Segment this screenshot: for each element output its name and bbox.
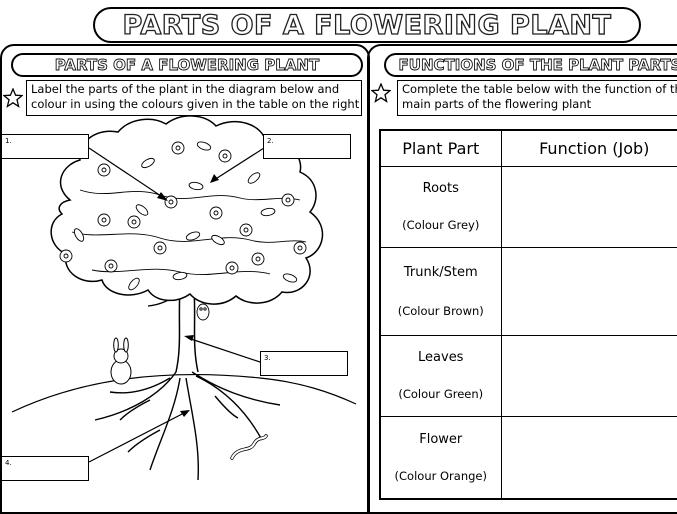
header-plant-part: Plant Part [379,129,502,167]
star-icon [371,83,391,103]
plant-part-colour: (Colour Grey) [402,218,480,232]
plant-part-name: Leaves [418,350,464,365]
left-heading: PARTS OF A FLOWERING PLANT [11,53,363,77]
label-number: 1. [5,137,12,145]
table-row: Roots (Colour Grey) [379,165,677,248]
instruction-line: colour in using the colours given in the… [31,97,360,111]
plant-part-name: Flower [419,431,463,447]
function-cell[interactable] [500,415,677,500]
table-header-row: Plant Part Function (Job) [379,129,677,167]
flowering-plant-illustration [11,115,357,481]
label-box-1[interactable]: 1. [1,134,89,159]
label-number: 3. [264,354,271,362]
plant-part-cell: Trunk/Stem (Colour Brown) [379,246,502,336]
plant-part-cell: Roots (Colour Grey) [379,165,502,248]
plant-part-name: Trunk/Stem [403,264,478,280]
instruction-line: Complete the table below with the functi… [402,82,677,96]
label-number: 2. [267,137,274,145]
right-instructions: Complete the table below with the functi… [397,80,677,116]
label-box-4[interactable]: 4. [1,456,89,481]
functions-table: Plant Part Function (Job) Roots (Colour … [379,129,677,500]
function-cell[interactable] [500,334,677,417]
header-function: Function (Job) [500,129,677,167]
star-icon [3,88,23,108]
plant-part-colour: (Colour Orange) [394,468,487,483]
instruction-line: main parts of the flowering plant [402,97,592,111]
label-number: 4. [5,459,12,467]
plant-part-cell: Leaves (Colour Green) [379,334,502,417]
function-cell[interactable] [500,165,677,248]
label-box-3[interactable]: 3. [260,351,348,376]
instruction-line: Label the parts of the plant in the diag… [31,82,340,96]
right-heading: FUNCTIONS OF THE PLANT PARTS [384,53,677,77]
table-row: Flower (Colour Orange) [379,415,677,500]
label-box-2[interactable]: 2. [263,134,351,159]
table-row: Trunk/Stem (Colour Brown) [379,246,677,336]
plant-part-cell: Flower (Colour Orange) [379,415,502,500]
table-row: Leaves (Colour Green) [379,334,677,417]
function-cell[interactable] [500,246,677,336]
plant-part-colour: (Colour Brown) [397,303,484,318]
page-title: PARTS OF A FLOWERING PLANT [93,7,641,43]
plant-part-colour: (Colour Green) [398,387,484,401]
plant-part-name: Roots [422,181,459,196]
